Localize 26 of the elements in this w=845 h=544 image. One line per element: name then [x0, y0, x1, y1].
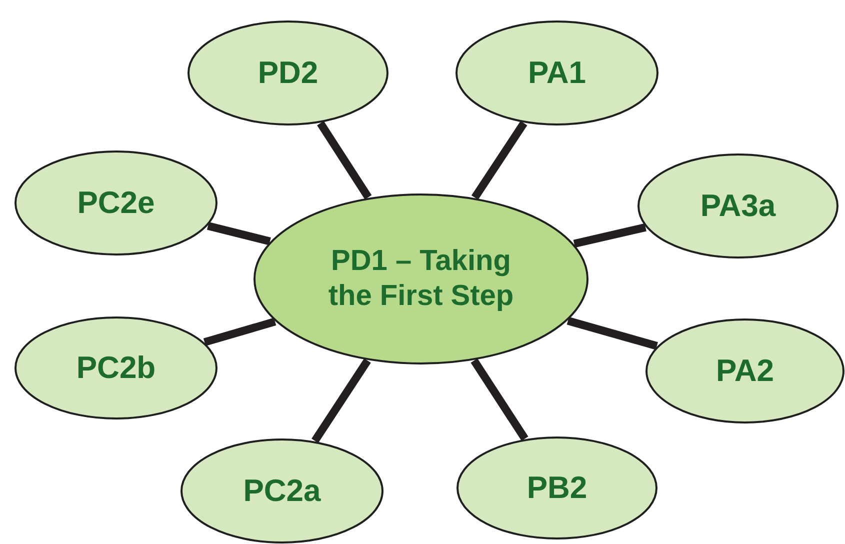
node-label: PD1 – Taking the First Step [327, 244, 515, 314]
node-label: PD2 [258, 54, 318, 92]
ellipse-node [14, 316, 218, 420]
connector-line [207, 222, 271, 246]
connector-line [317, 121, 372, 200]
ellipse-node [14, 150, 218, 256]
node-label: PA2 [716, 352, 774, 390]
node-label: PC2e [77, 184, 155, 222]
ellipse-node [637, 153, 839, 259]
node-label: PC2b [76, 349, 156, 387]
ellipse-node [645, 318, 845, 424]
ellipse-node [253, 193, 589, 365]
connector-line [203, 318, 276, 346]
ellipse-node [456, 436, 658, 540]
node-label: PA3a [700, 187, 776, 225]
connector-line [566, 316, 658, 350]
ellipse-node [455, 20, 659, 126]
ellipse-node [180, 438, 384, 544]
connector-line [573, 223, 646, 248]
node-label: PC2a [243, 472, 321, 510]
node-label: PA1 [528, 54, 586, 92]
connector-line [312, 358, 371, 444]
connector-line [471, 120, 528, 200]
ellipse-node [187, 20, 389, 126]
connector-line [470, 358, 528, 441]
node-label: PB2 [526, 469, 588, 507]
